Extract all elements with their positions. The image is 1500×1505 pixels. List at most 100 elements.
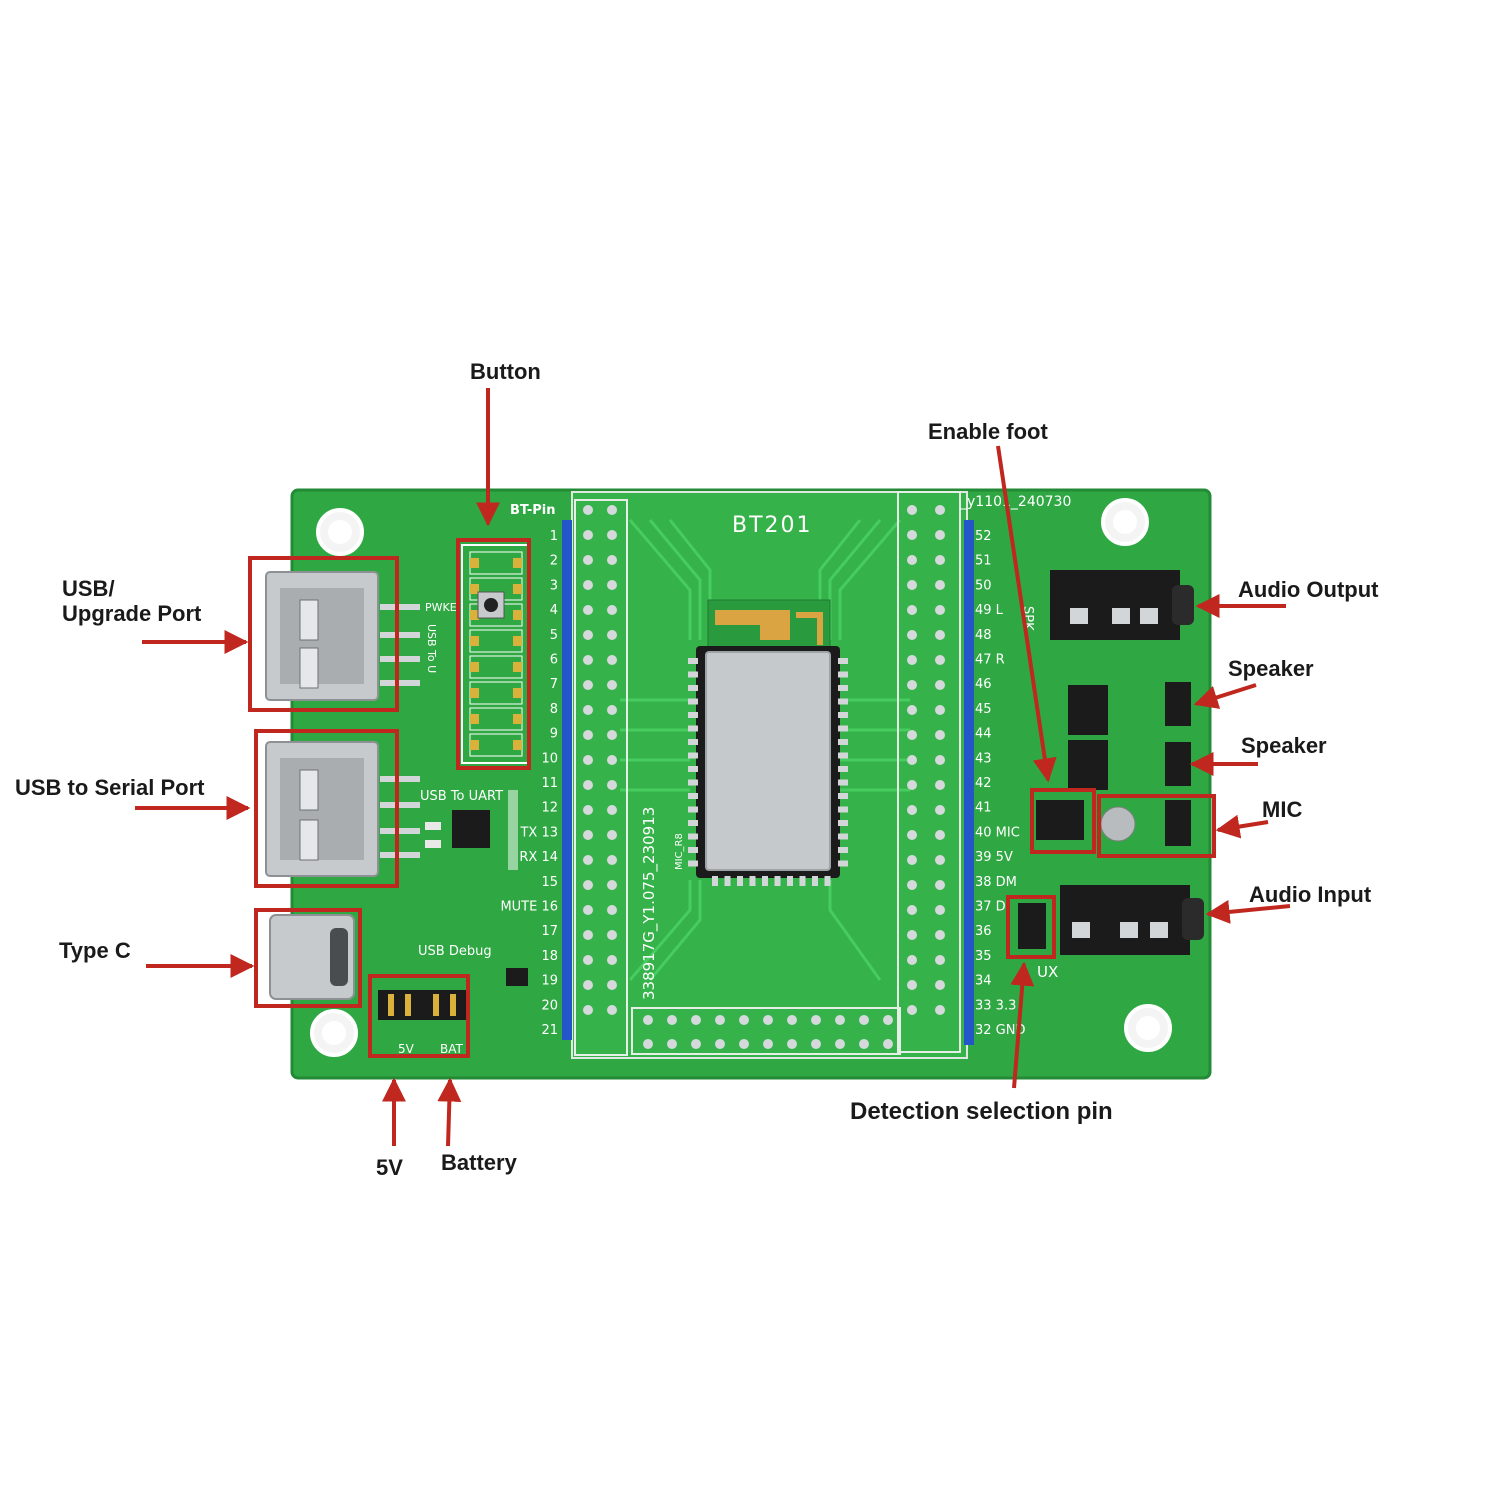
amp-chip-2 <box>1068 740 1108 790</box>
header-hole <box>667 1015 677 1025</box>
header-hole <box>607 880 617 890</box>
header-hole <box>583 755 593 765</box>
header-hole <box>883 1039 893 1049</box>
header-hole <box>935 705 945 715</box>
pad <box>470 636 479 646</box>
module-pad <box>688 779 698 786</box>
header-hole <box>935 680 945 690</box>
module-pad <box>712 876 718 886</box>
callout-usb-serial: USB to Serial Port <box>15 775 205 800</box>
left-pin-number: 21 <box>541 1023 558 1038</box>
module-pad <box>838 833 848 840</box>
header-hole <box>583 955 593 965</box>
right-pin-number: 38 DM <box>975 875 1017 890</box>
header-hole <box>607 1005 617 1015</box>
module-pad <box>688 698 698 705</box>
module-pad <box>737 876 743 886</box>
right-pin-number: 43 <box>975 751 992 766</box>
pad <box>513 688 522 698</box>
module-pad <box>762 876 768 886</box>
right-pin-number: 50 <box>975 578 992 593</box>
header-hole <box>583 805 593 815</box>
amp-chip-1 <box>1068 685 1108 735</box>
header-hole <box>935 580 945 590</box>
module-pad <box>838 847 848 853</box>
module-pad <box>838 766 848 772</box>
header-hole <box>607 655 617 665</box>
header-hole <box>583 530 593 540</box>
left-pin-number: 12 <box>541 801 558 816</box>
type-c-port <box>269 914 355 1000</box>
module-pad <box>838 658 848 664</box>
box-mic <box>1097 794 1216 858</box>
header-hole <box>935 780 945 790</box>
speaker-connector-2 <box>1165 742 1191 786</box>
arrow-mic <box>1215 814 1269 839</box>
header-hole <box>607 930 617 940</box>
pad <box>513 584 522 594</box>
header-hole <box>811 1015 821 1025</box>
header-hole <box>935 530 945 540</box>
pin-header-right <box>897 491 961 1053</box>
left-pin-number: 20 <box>541 998 558 1013</box>
module-pad <box>774 876 781 886</box>
header-hole <box>935 655 945 665</box>
callout-enable-foot: Enable foot <box>928 419 1048 444</box>
module-pad <box>838 685 848 691</box>
annotation-arrows <box>135 388 1291 1147</box>
left-pin-number: 6 <box>550 653 558 668</box>
header-hole <box>859 1015 869 1025</box>
header-hole <box>935 555 945 565</box>
header-hole <box>935 755 945 765</box>
right-pin-number: 37 D <box>975 900 1006 915</box>
header-hole <box>607 855 617 865</box>
header-hole <box>607 605 617 615</box>
bt-pin-label: BT-Pin <box>510 503 556 518</box>
header-hole <box>583 905 593 915</box>
callout-5v: 5V <box>376 1155 403 1180</box>
module-pad <box>688 712 698 718</box>
header-hole <box>935 980 945 990</box>
pad <box>513 662 522 672</box>
left-pin-number: 8 <box>550 702 558 717</box>
usb-port-upgrade <box>265 571 379 701</box>
header-hole <box>607 630 617 640</box>
callout-audio-output: Audio Output <box>1238 577 1379 602</box>
pad <box>513 740 522 750</box>
module-pad <box>812 876 818 886</box>
header-hole <box>907 905 917 915</box>
module-pad <box>724 876 731 886</box>
module-pad <box>688 685 698 691</box>
left-pin-number: 11 <box>541 776 558 791</box>
callout-button: Button <box>470 359 541 384</box>
module-pad <box>688 847 698 853</box>
header-hole <box>607 755 617 765</box>
left-pin-number: 10 <box>541 751 558 766</box>
usb-port-serial <box>265 741 379 877</box>
module-pad <box>688 658 698 664</box>
right-pin-number: 34 <box>975 974 992 989</box>
right-pin-number: 36 <box>975 924 992 939</box>
pad <box>470 558 479 568</box>
callout-speaker-1: Speaker <box>1228 656 1314 681</box>
right-pin-number: 45 <box>975 702 992 717</box>
header-hole <box>907 805 917 815</box>
header-hole <box>935 905 945 915</box>
mounting-holes <box>310 498 1172 1057</box>
module-pad <box>688 806 698 813</box>
header-hole <box>607 530 617 540</box>
header-hole <box>583 705 593 715</box>
box-enable-foot <box>1030 788 1096 854</box>
left-pin-number: TX 13 <box>519 825 558 840</box>
right-pin-number: 51 <box>975 554 992 569</box>
right-pin-number: 41 <box>975 801 992 816</box>
header-hole <box>935 630 945 640</box>
header-hole <box>935 930 945 940</box>
header-hole <box>907 880 917 890</box>
arrow-speaker-1 <box>1193 683 1257 709</box>
right-pin-number: 32 GND <box>975 1023 1025 1038</box>
callout-battery: Battery <box>441 1150 517 1175</box>
button-pad-strip <box>461 544 531 764</box>
